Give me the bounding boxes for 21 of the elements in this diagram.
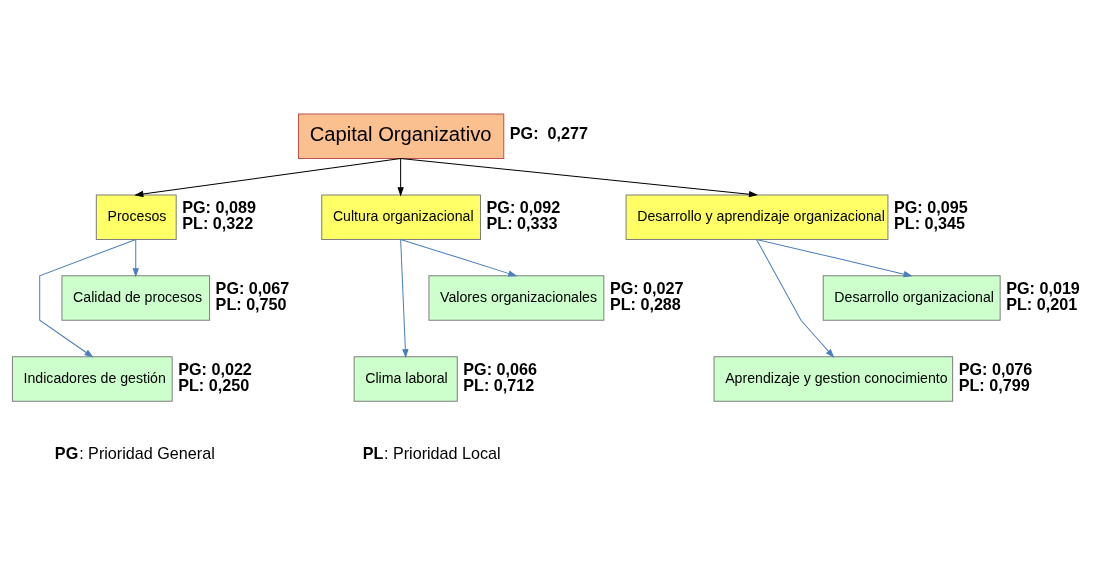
node-label: PG: 0,076	[958, 359, 1033, 378]
node-label: PG: 0,066	[463, 359, 537, 378]
arrow	[397, 157, 404, 196]
arrow	[400, 238, 409, 358]
label: PL: Prioridad Local	[362, 443, 501, 462]
node-label: PG: 0,019	[1006, 278, 1080, 297]
arrow	[39, 238, 137, 358]
label: PG: Prioridad General	[54, 443, 215, 462]
node-label: PG: 0,067	[215, 278, 290, 297]
node-label: PG: 0,027	[609, 278, 684, 297]
arrow	[400, 157, 758, 197]
node-label: PG: 0,092	[486, 197, 561, 216]
arrow	[132, 238, 139, 277]
arrow	[756, 238, 835, 358]
arrow	[134, 157, 402, 197]
node-label: PG: 0,022	[178, 359, 252, 378]
arrow	[756, 238, 913, 277]
arrow	[400, 238, 518, 277]
node-label: PG: 0,277	[509, 123, 588, 142]
node-label: PG: 0,095	[893, 197, 968, 216]
node-label: PG: 0,089	[182, 197, 256, 216]
